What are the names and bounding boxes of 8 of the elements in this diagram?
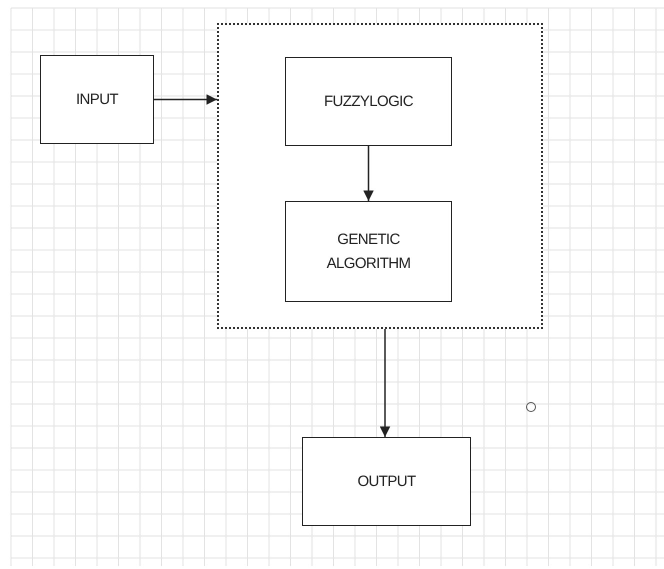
arrow — [380, 329, 390, 437]
process-box: FUZZYLOGIC — [285, 57, 452, 146]
arrow — [154, 94, 217, 105]
process-box: INPUT — [40, 55, 154, 144]
arrow — [363, 146, 374, 201]
process-box: GENETIC ALGORITHM — [285, 201, 452, 302]
process-box: OUTPUT — [302, 437, 471, 526]
group-box — [217, 23, 543, 329]
